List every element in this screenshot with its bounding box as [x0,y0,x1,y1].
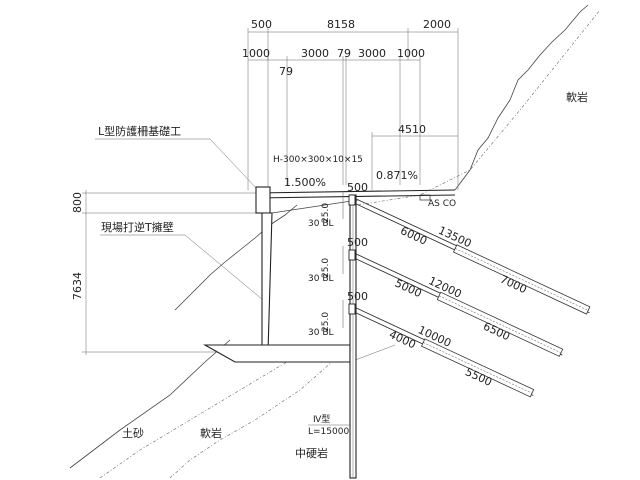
dim-second-3000-right: 3000 [358,47,386,60]
leader-lines [95,138,264,301]
anchor-spacing-1: 500 [347,181,368,194]
dim-top-2000: 2000 [423,18,451,31]
label-l-fence-foundation: L型防護柵基礎工 [98,124,181,138]
dim-4510: 4510 [398,123,426,136]
terrain-lines [69,4,601,479]
anchor-total-length-1: 13500 [436,224,473,251]
anchor-spacing-2: 500 [347,236,368,249]
dim-7634: 7634 [71,272,84,300]
dim-second-1000-left: 1000 [242,47,270,60]
inverted-t-wall [202,186,456,479]
slope-right: 0.871% [376,169,418,182]
dim-79-small: 79 [279,65,293,78]
dim-second-1000-right: 1000 [397,47,425,60]
anchor-free-length-3: 4000 [387,328,418,352]
pile-length: L=15000 [308,427,349,437]
soil-soft-rock-lower: 軟岩 [200,426,222,440]
anchor-free-length-1: 6000 [398,224,429,248]
dim-top-8158: 8158 [327,18,355,31]
anchor-angle-2: 25.0 [321,258,331,278]
anchor-free-length-2: 5000 [393,277,424,301]
anchor-bl-1: 30 BL [308,219,334,229]
label-inverted-t-wall: 現場打逆T擁壁 [101,220,174,234]
anchor-fixed-core-2 [438,295,562,353]
anchor-head-1 [348,194,356,206]
anchor-fixed-section-1 [452,244,591,315]
anchor-angle-3: 25.0 [321,312,331,332]
anchor-head-2 [348,249,356,261]
label-h-beam: H-300×300×10×15 [273,155,363,165]
soil-sand: 土砂 [122,427,144,440]
dim-second-79: 79 [337,47,351,60]
pile-type: Ⅳ型 [313,414,330,425]
label-ascon: AS CO [428,199,456,209]
dimension-lines [82,28,459,355]
anchor-fixed-core-3 [423,342,533,394]
dim-800: 800 [71,192,84,213]
anchor-bl-2: 30 BL [308,274,334,284]
dim-top-500: 500 [251,18,272,31]
soil-soft-rock-upper: 軟岩 [566,90,588,104]
dim-second-3000-left: 3000 [301,47,329,60]
ascon-pad [419,194,431,201]
anchor-angle-1: 25.0 [321,203,331,223]
anchor-bl-3: 30 BL [308,328,334,338]
anchor-spacing-3: 500 [347,290,368,303]
soil-medium-hard-rock: 中硬岩 [295,446,328,460]
anchor-head-3 [348,303,356,315]
slope-left: 1.500% [284,176,326,189]
